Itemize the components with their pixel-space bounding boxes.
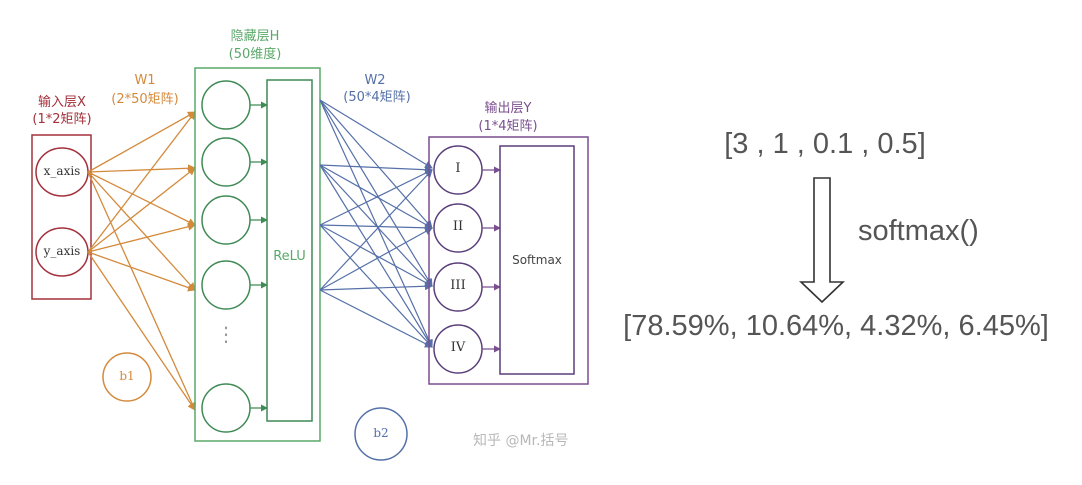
output-node-label: I <box>455 161 461 176</box>
hidden-ellipsis: ⋮ <box>216 322 236 346</box>
w2-title: W2 <box>364 73 386 88</box>
output-to-softmax-arrows <box>482 166 501 353</box>
input-layer-subtitle: (1*2矩阵) <box>32 112 92 127</box>
bias-b2-label: b2 <box>373 426 389 440</box>
hidden-to-relu-arrows <box>250 101 268 412</box>
down-arrow <box>799 177 845 304</box>
bias-node-b1 <box>102 352 152 402</box>
input-node-x-label: x_axis <box>43 164 81 178</box>
hidden-node <box>201 195 251 245</box>
output-node-label: IV <box>450 340 466 355</box>
watermark: 知乎 @Mr.括号 <box>473 433 569 449</box>
output-nodes <box>433 145 483 374</box>
softmax-input-vector: [3 , 1 , 0.1 , 0.5] <box>724 128 926 160</box>
softmax-label: Softmax <box>512 253 562 267</box>
relu-box <box>266 79 313 422</box>
output-layer-subtitle: (1*4矩阵) <box>478 119 538 134</box>
hidden-node <box>201 383 251 433</box>
w1-connections <box>87 111 196 411</box>
input-node-y-label: y_axis <box>43 244 81 258</box>
w2-subtitle: (50*4矩阵) <box>343 90 411 105</box>
w2-connections <box>319 99 433 348</box>
relu-label: ReLU <box>273 249 306 264</box>
hidden-nodes <box>201 80 251 433</box>
output-layer-title: 输出层Y <box>484 101 532 116</box>
w1-title: W1 <box>134 73 156 88</box>
softmax-box <box>499 145 575 375</box>
hidden-layer-box <box>194 67 321 442</box>
hidden-layer-subtitle: (50维度) <box>228 47 282 62</box>
bias-b1-label: b1 <box>119 369 135 383</box>
input-layer-box <box>31 134 92 300</box>
input-layer-title: 输入层X <box>38 95 86 110</box>
hidden-node <box>201 260 251 310</box>
output-layer-box <box>428 136 589 385</box>
bias-node-b2 <box>354 407 408 461</box>
softmax-output-vector: [78.59%, 10.64%, 4.32%, 6.45%] <box>623 310 1049 342</box>
hidden-layer-title: 隐藏层H <box>230 29 280 44</box>
hidden-node <box>201 80 251 130</box>
output-node-label: II <box>452 219 464 234</box>
hidden-node <box>201 137 251 187</box>
softmax-function-label: softmax() <box>858 215 979 247</box>
w1-subtitle: (2*50矩阵) <box>111 92 179 107</box>
output-node-label: III <box>450 278 466 293</box>
